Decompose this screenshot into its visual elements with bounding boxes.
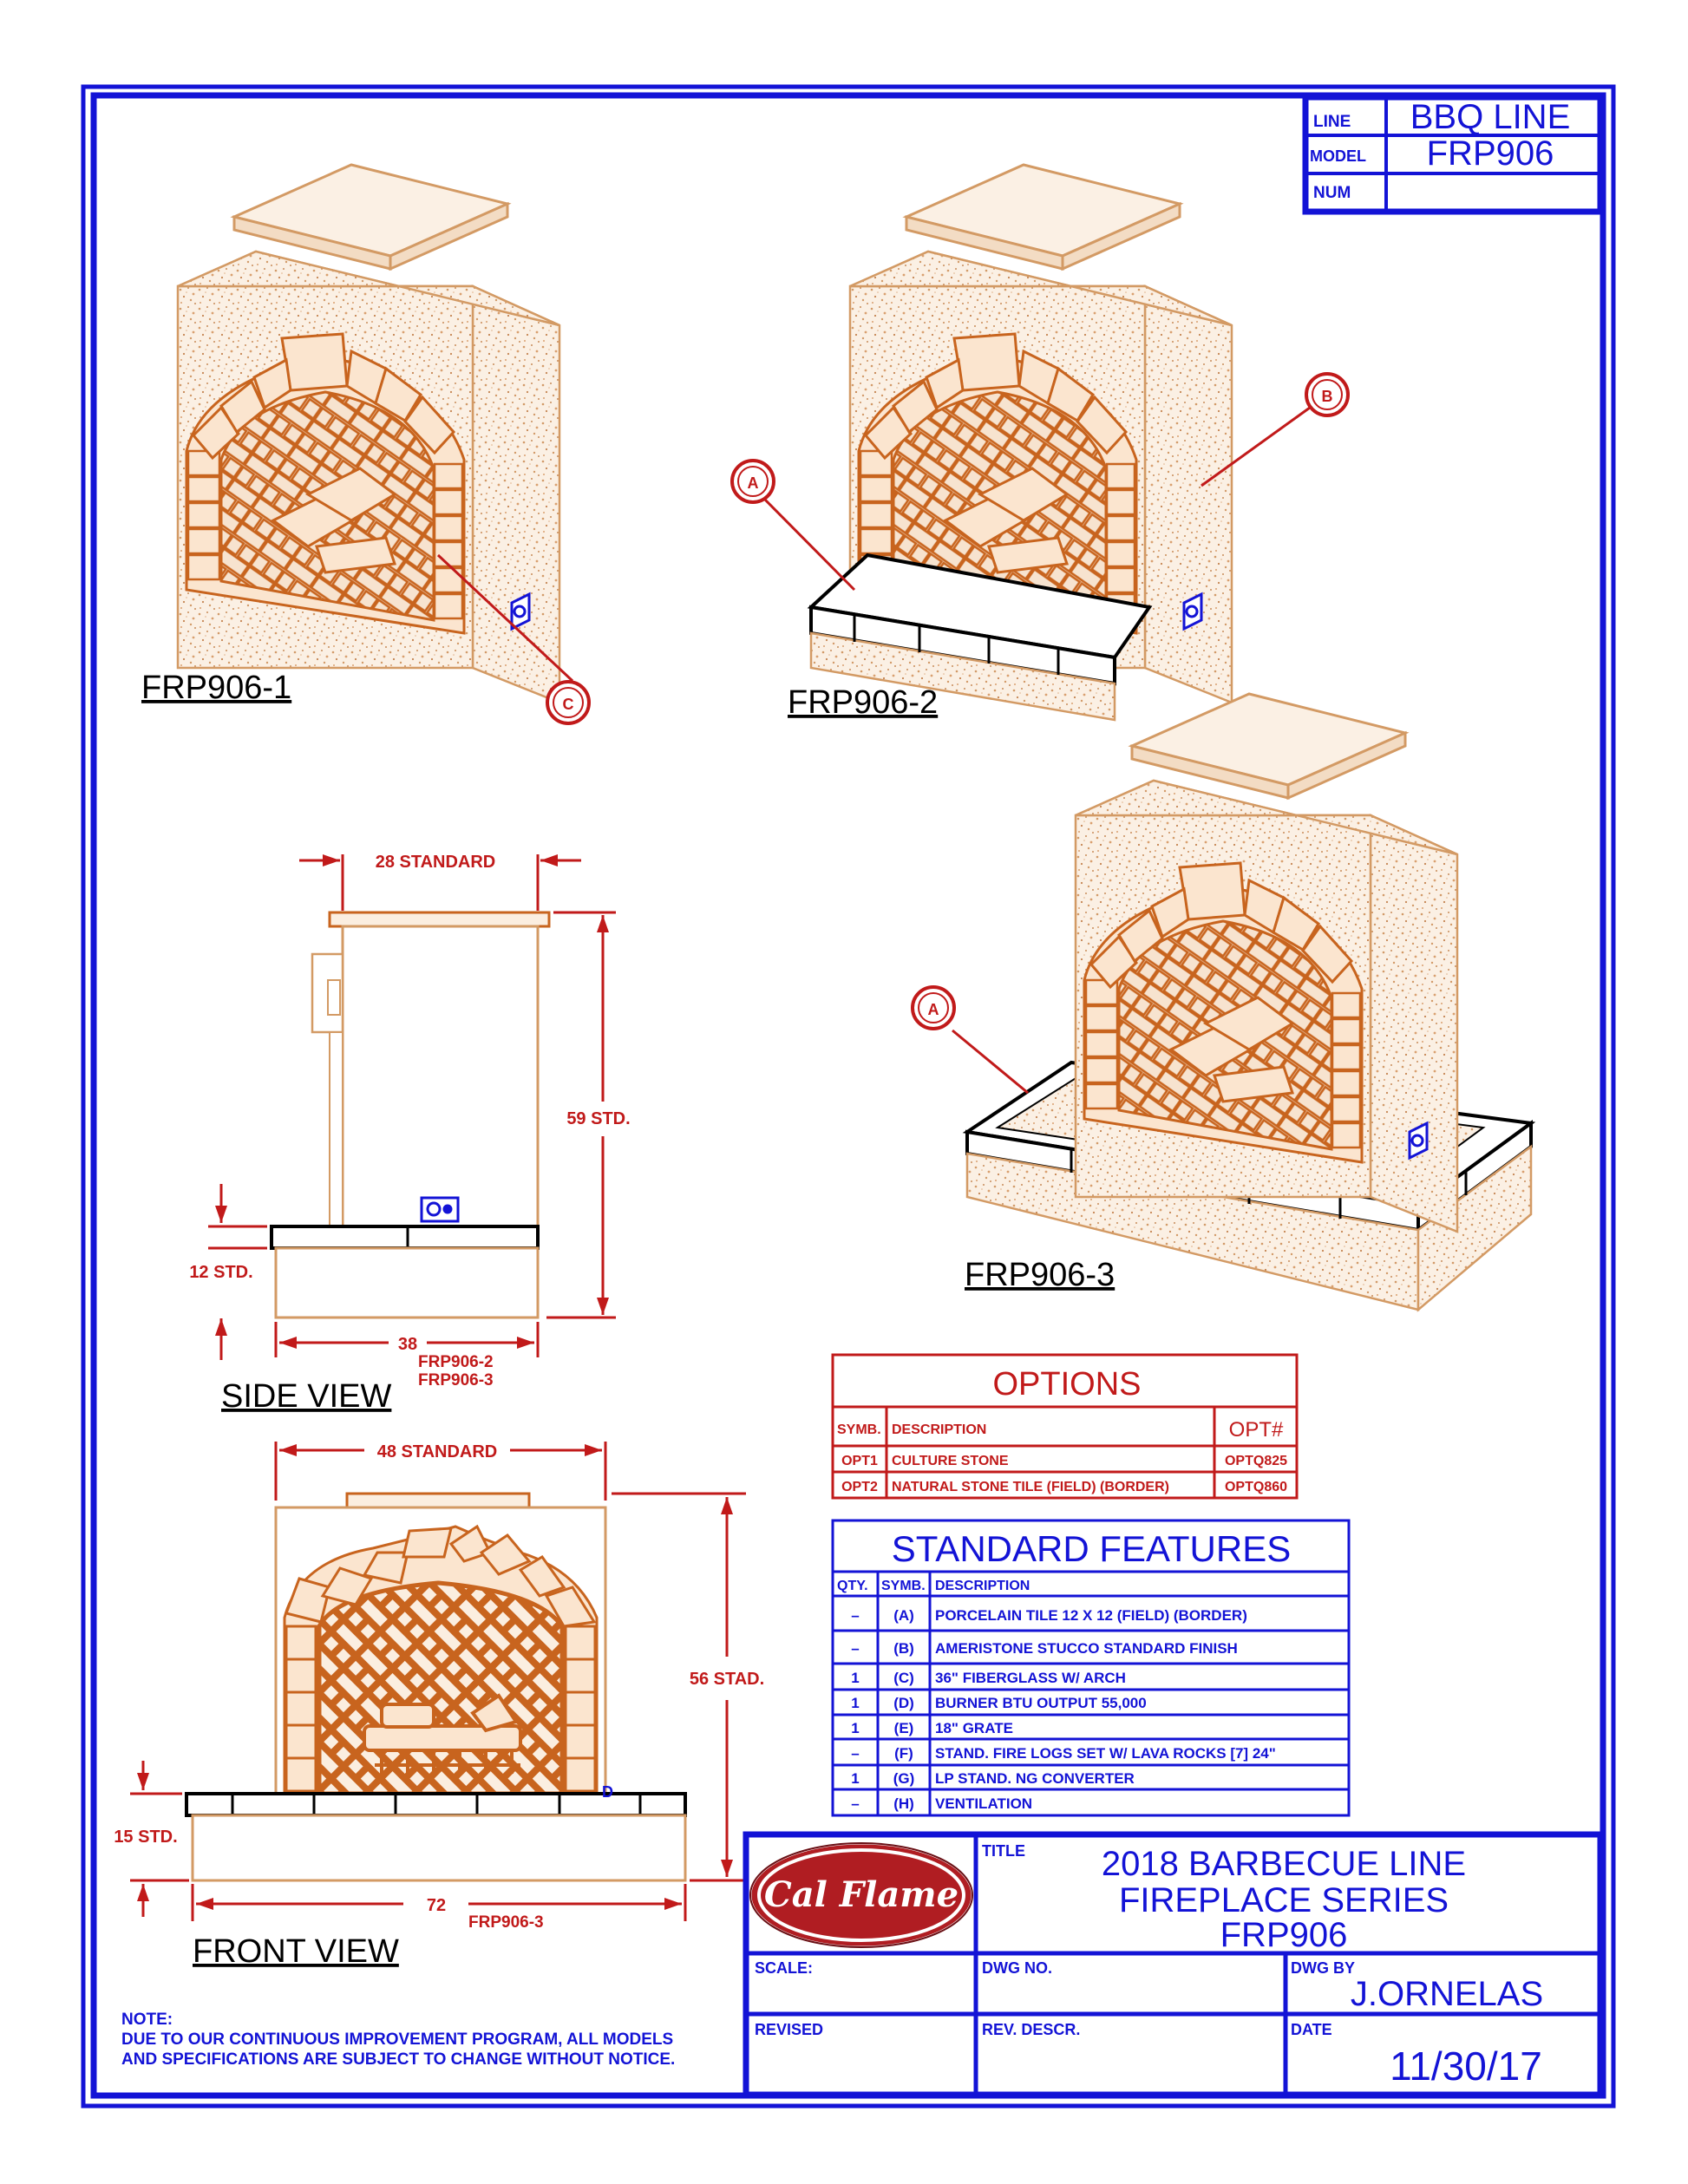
title-line-2: FIREPLACE SERIES [1119, 1881, 1449, 1919]
rev-descr-label: REV. DESCR. [982, 2021, 1080, 2038]
cal-flame-logo [749, 1841, 974, 1949]
view-label-iso2: FRP906-2 [788, 684, 938, 721]
options-row2-symb: OPT2 [841, 1480, 878, 1494]
feature-row-1-symb: (A) [893, 1607, 914, 1624]
title-label: TITLE [982, 1842, 1025, 1860]
dim-front-top: 48 STANDARD [377, 1442, 498, 1461]
options-row1-desc: CULTURE STONE [892, 1454, 1009, 1468]
bottom-title-block-frame [743, 1831, 1604, 2098]
date-label: DATE [1291, 2021, 1332, 2038]
features-title: STANDARD FEATURES [892, 1528, 1291, 1569]
callout-a-iso2: A [730, 459, 775, 504]
options-header-symb: SYMB. [837, 1422, 881, 1437]
model-title-block [1302, 94, 1604, 215]
features-header-desc: DESCRIPTION [935, 1579, 1030, 1593]
feature-row-8-qty: – [851, 1795, 859, 1812]
feature-row-4-desc: BURNER BTU OUTPUT 55,000 [935, 1695, 1147, 1711]
text-layer: LINE BBQ LINE MODEL FRP906 NUM FRP906-1 … [114, 98, 1570, 2089]
feature-row-1-desc: PORCELAIN TILE 12 X 12 (FIELD) (BORDER) [935, 1607, 1247, 1624]
scale-label: SCALE: [755, 1959, 813, 1977]
view-label-iso1: FRP906-1 [141, 670, 291, 706]
feature-row-7-desc: LP STAND. NG CONVERTER [935, 1770, 1135, 1787]
model-label: MODEL [1310, 147, 1366, 165]
dim-front-height: 56 STAD. [690, 1670, 764, 1689]
dim-side-model-1: FRP906-2 [418, 1353, 494, 1371]
standard-features-table-frame [831, 1519, 1351, 1817]
iso-view-frp906-3-unit [1074, 692, 1459, 1233]
options-header-opt: OPT# [1229, 1418, 1284, 1442]
feature-row-3-desc: 36" FIBERGLASS W/ ARCH [935, 1670, 1126, 1686]
revised-label: REVISED [755, 2021, 823, 2038]
callout-c-label: C [563, 696, 574, 713]
callout-b-label: B [1322, 388, 1333, 405]
dim-front-base: 15 STD. [114, 1828, 177, 1847]
options-row1-symb: OPT1 [841, 1454, 878, 1468]
dim-side-top: 28 STANDARD [376, 853, 496, 872]
view-label-iso3: FRP906-3 [965, 1257, 1115, 1293]
options-row2-opt: OPTQ860 [1225, 1480, 1287, 1494]
view-label-front: FRONT VIEW [193, 1933, 399, 1970]
callout-a-iso2-label: A [748, 474, 759, 492]
features-header-symb: SYMB. [881, 1579, 926, 1593]
options-row1-opt: OPTQ825 [1225, 1454, 1287, 1468]
dim-front-width: 72 [427, 1896, 446, 1915]
title-line-3: FRP906 [1220, 1916, 1348, 1954]
dim-side-base: 12 STD. [189, 1263, 252, 1282]
feature-row-8-desc: VENTILATION [935, 1795, 1032, 1812]
view-label-side: SIDE VIEW [221, 1378, 391, 1415]
options-header-desc: DESCRIPTION [892, 1422, 986, 1437]
callout-a-iso3: A [911, 985, 956, 1030]
dim-side-height: 59 STD. [566, 1109, 630, 1128]
side-view [208, 854, 616, 1360]
feature-row-4-symb: (D) [893, 1695, 914, 1711]
feature-row-8-symb: (H) [893, 1795, 914, 1812]
feature-row-7-symb: (G) [893, 1770, 915, 1787]
features-header-qty: QTY. [837, 1579, 868, 1593]
feature-row-2-desc: AMERISTONE STUCCO STANDARD FINISH [935, 1640, 1238, 1657]
num-label: NUM [1313, 184, 1351, 202]
callout-b: B [1305, 372, 1350, 417]
hearth-bench-2 [807, 553, 1153, 722]
note-line-1: DUE TO OUR CONTINUOUS IMPROVEMENT PROGRA… [121, 2030, 673, 2049]
feature-row-6-symb: (F) [894, 1745, 913, 1762]
dwg-by-label: DWG BY [1291, 1959, 1355, 1977]
logo-text: Cal Flame [764, 1874, 958, 1915]
dwg-by-value: J.ORNELAS [1351, 1975, 1543, 2013]
feature-row-3-qty: 1 [851, 1670, 859, 1686]
dwg-no-label: DWG NO. [982, 1959, 1052, 1977]
title-line-1: 2018 BARBECUE LINE [1102, 1845, 1466, 1883]
dim-side-model-2: FRP906-3 [418, 1371, 494, 1390]
feature-row-2-qty: – [851, 1640, 859, 1657]
feature-row-2-symb: (B) [893, 1640, 914, 1657]
note-label: NOTE: [121, 2011, 173, 2029]
front-view [130, 1442, 746, 1921]
feature-row-5-symb: (E) [894, 1720, 914, 1736]
feature-row-4-qty: 1 [851, 1695, 859, 1711]
feature-row-6-qty: – [851, 1745, 859, 1762]
feature-row-6-desc: STAND. FIRE LOGS SET W/ LAVA ROCKS [7] 2… [935, 1745, 1276, 1762]
callout-d-label: D [602, 1783, 613, 1801]
options-title: OPTIONS [992, 1366, 1141, 1403]
options-table-frame [831, 1353, 1299, 1500]
callout-a-iso3-label: A [928, 1001, 939, 1018]
dim-front-model: FRP906-3 [468, 1913, 544, 1932]
options-row2-desc: NATURAL STONE TILE (FIELD) (BORDER) [892, 1480, 1169, 1494]
line-value: BBQ LINE [1410, 98, 1571, 136]
feature-row-5-qty: 1 [851, 1720, 859, 1736]
feature-row-1-qty: – [851, 1607, 859, 1624]
feature-row-7-qty: 1 [851, 1770, 859, 1787]
date-value: 11/30/17 [1390, 2043, 1542, 2089]
model-value: FRP906 [1427, 134, 1554, 173]
feature-row-3-symb: (C) [893, 1670, 914, 1686]
iso-view-frp906-1 [176, 163, 561, 704]
line-label: LINE [1313, 113, 1351, 131]
callout-c: C [546, 680, 591, 725]
dim-side-width: 38 [398, 1335, 417, 1354]
note-line-2: AND SPECIFICATIONS ARE SUBJECT TO CHANGE… [121, 2050, 675, 2069]
feature-row-5-desc: 18" GRATE [935, 1720, 1013, 1736]
